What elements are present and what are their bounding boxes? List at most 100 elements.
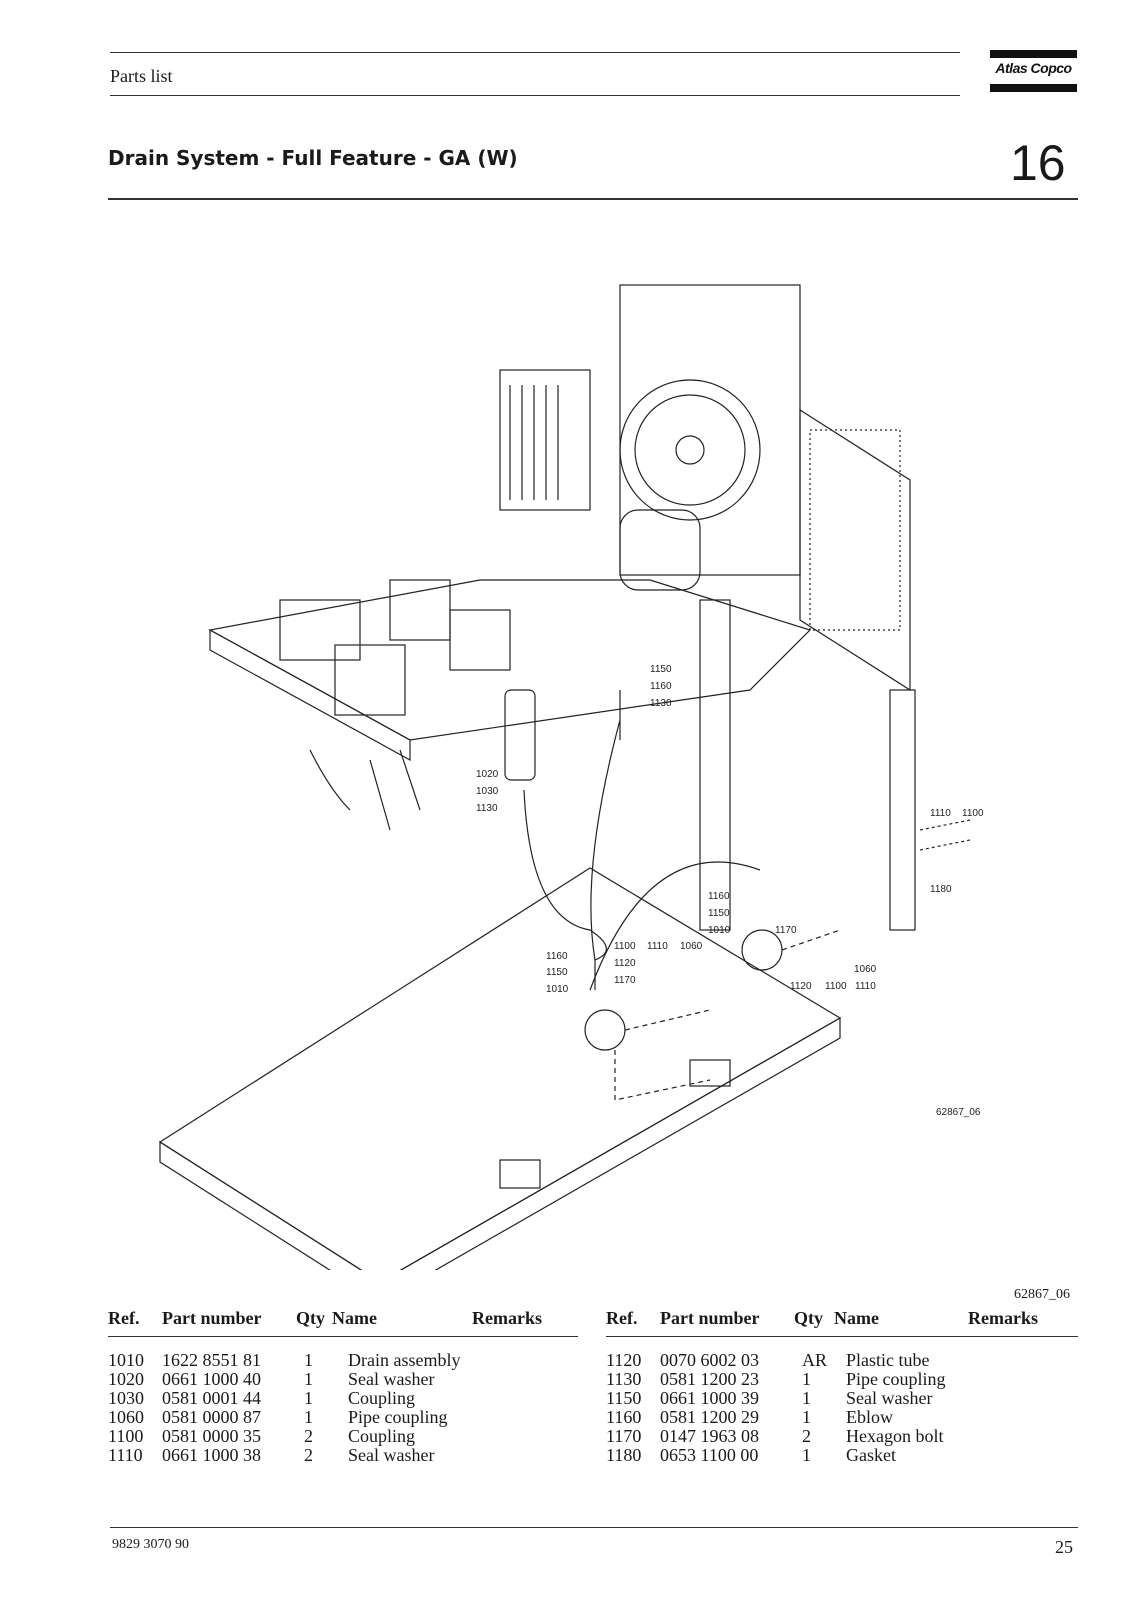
callout: 1030 bbox=[476, 786, 499, 797]
callout: 1160 bbox=[708, 891, 730, 902]
cell-part-number: 1622 8551 81 bbox=[162, 1350, 261, 1370]
callout: 1150 bbox=[546, 967, 568, 978]
footer-doc-number: 9829 3070 90 bbox=[112, 1537, 189, 1552]
cell-qty: 1 bbox=[802, 1388, 811, 1408]
callout: 1020 bbox=[476, 769, 499, 780]
table-row: 1030 0581 0001 44 1 Coupling bbox=[108, 1389, 578, 1408]
cell-name: Gasket bbox=[846, 1445, 896, 1465]
callout: 1120 bbox=[790, 981, 812, 992]
callout: 1150 bbox=[708, 908, 730, 919]
table-header-row: Ref. Part number Qty Name Remarks bbox=[606, 1308, 1078, 1337]
cell-remarks bbox=[968, 1351, 1078, 1370]
table-row: 1180 0653 1100 00 1 Gasket bbox=[606, 1446, 1078, 1465]
cell-remarks bbox=[472, 1446, 578, 1465]
cell-name: Seal washer bbox=[846, 1388, 933, 1408]
cell-ref: 1100 bbox=[108, 1426, 144, 1446]
logo-text: Atlas Copco bbox=[995, 60, 1072, 76]
table-header-row: Ref. Part number Qty Name Remarks bbox=[108, 1308, 578, 1337]
cell-part-number: 0661 1000 40 bbox=[162, 1369, 261, 1389]
header-label: Parts list bbox=[110, 66, 173, 86]
footer-page-number: 25 bbox=[1055, 1537, 1073, 1557]
cell-name: Seal washer bbox=[348, 1369, 435, 1389]
cell-part-number: 0581 1200 23 bbox=[660, 1369, 759, 1389]
callout: 1100 bbox=[825, 981, 847, 992]
callout: 1110 bbox=[647, 941, 668, 952]
header-remarks: Remarks bbox=[968, 1308, 1038, 1328]
cell-name: Seal washer bbox=[348, 1445, 435, 1465]
section-rule bbox=[108, 198, 1078, 200]
cell-part-number: 0581 1200 29 bbox=[660, 1407, 759, 1427]
cell-remarks bbox=[968, 1408, 1078, 1427]
parts-table-right: Ref. Part number Qty Name Remarks 1120 0… bbox=[606, 1308, 1078, 1465]
header-qty: Qty bbox=[794, 1308, 823, 1328]
cell-name: Coupling bbox=[348, 1388, 416, 1408]
header-bottom-rule bbox=[110, 95, 960, 96]
cell-qty: 2 bbox=[802, 1426, 811, 1446]
cell-part-number: 0070 6002 03 bbox=[660, 1350, 759, 1370]
cell-part-number: 0581 0001 44 bbox=[162, 1388, 261, 1408]
cell-ref: 1060 bbox=[108, 1407, 144, 1427]
callout: 1130 bbox=[476, 803, 498, 814]
section-title: Drain System - Full Feature - GA (W) bbox=[108, 146, 518, 170]
table-row: 1020 0661 1000 40 1 Seal washer bbox=[108, 1370, 578, 1389]
cell-qty: 1 bbox=[802, 1445, 811, 1465]
cell-ref: 1020 bbox=[108, 1369, 144, 1389]
cell-qty: 2 bbox=[304, 1445, 313, 1465]
header-name: Name bbox=[834, 1308, 879, 1328]
cell-name: Eblow bbox=[846, 1407, 893, 1427]
cell-qty: 1 bbox=[802, 1369, 811, 1389]
callout: 1160 bbox=[546, 951, 568, 962]
callout: 1130 bbox=[650, 698, 672, 709]
cell-ref: 1180 bbox=[606, 1445, 642, 1465]
cell-qty: 1 bbox=[304, 1388, 313, 1408]
header-remarks: Remarks bbox=[472, 1308, 542, 1328]
cell-remarks bbox=[968, 1446, 1078, 1465]
cell-ref: 1110 bbox=[108, 1445, 143, 1465]
drawing-callouts: 1150 1160 1130 1020 1030 1130 1110 1100 … bbox=[476, 664, 984, 1118]
cell-ref: 1030 bbox=[108, 1388, 144, 1408]
parts-table-left: Ref. Part number Qty Name Remarks 1010 1… bbox=[108, 1308, 578, 1465]
cell-ref: 1010 bbox=[108, 1350, 144, 1370]
callout: 1060 bbox=[680, 941, 703, 952]
cell-remarks bbox=[968, 1389, 1078, 1408]
callout: 1170 bbox=[775, 925, 797, 936]
cell-part-number: 0661 1000 38 bbox=[162, 1445, 261, 1465]
logo-top-bar bbox=[990, 50, 1077, 58]
cell-name: Plastic tube bbox=[846, 1350, 930, 1370]
footer-rule bbox=[110, 1527, 1078, 1528]
header-part-number: Part number bbox=[660, 1308, 760, 1328]
header-ref: Ref. bbox=[606, 1308, 638, 1328]
cell-remarks bbox=[472, 1408, 578, 1427]
cell-ref: 1170 bbox=[606, 1426, 642, 1446]
cell-remarks bbox=[472, 1427, 578, 1446]
cell-name: Pipe coupling bbox=[348, 1407, 448, 1427]
table-row: 1060 0581 0000 87 1 Pipe coupling bbox=[108, 1408, 578, 1427]
cell-qty: AR bbox=[802, 1350, 828, 1370]
cell-remarks bbox=[472, 1351, 578, 1370]
cell-name: Coupling bbox=[348, 1426, 416, 1446]
cell-qty: 2 bbox=[304, 1426, 313, 1446]
header-name: Name bbox=[332, 1308, 377, 1328]
cell-qty: 1 bbox=[304, 1369, 313, 1389]
cell-part-number: 0653 1100 00 bbox=[660, 1445, 759, 1465]
cell-ref: 1130 bbox=[606, 1369, 642, 1389]
logo-bottom-bar bbox=[990, 84, 1077, 92]
header-ref: Ref. bbox=[108, 1308, 140, 1328]
callout: 1010 bbox=[708, 925, 731, 936]
cell-part-number: 0581 0000 35 bbox=[162, 1426, 261, 1446]
callout: 1150 bbox=[650, 664, 672, 675]
cell-ref: 1120 bbox=[606, 1350, 642, 1370]
table-row: 1160 0581 1200 29 1 Eblow bbox=[606, 1408, 1078, 1427]
table-row: 1150 0661 1000 39 1 Seal washer bbox=[606, 1389, 1078, 1408]
callout: 1060 bbox=[854, 964, 877, 975]
exploded-view-drawing: 1150 1160 1130 1020 1030 1130 1110 1100 … bbox=[158, 284, 984, 1270]
table-row: 1100 0581 0000 35 2 Coupling bbox=[108, 1427, 578, 1446]
section-number: 16 bbox=[1010, 135, 1066, 191]
cell-remarks bbox=[968, 1370, 1078, 1389]
callout: 1010 bbox=[546, 984, 569, 995]
table-row: 1170 0147 1963 08 2 Hexagon bolt bbox=[606, 1427, 1078, 1446]
cell-part-number: 0581 0000 87 bbox=[162, 1407, 261, 1427]
cell-qty: 1 bbox=[802, 1407, 811, 1427]
cell-ref: 1160 bbox=[606, 1407, 642, 1427]
cell-ref: 1150 bbox=[606, 1388, 642, 1408]
